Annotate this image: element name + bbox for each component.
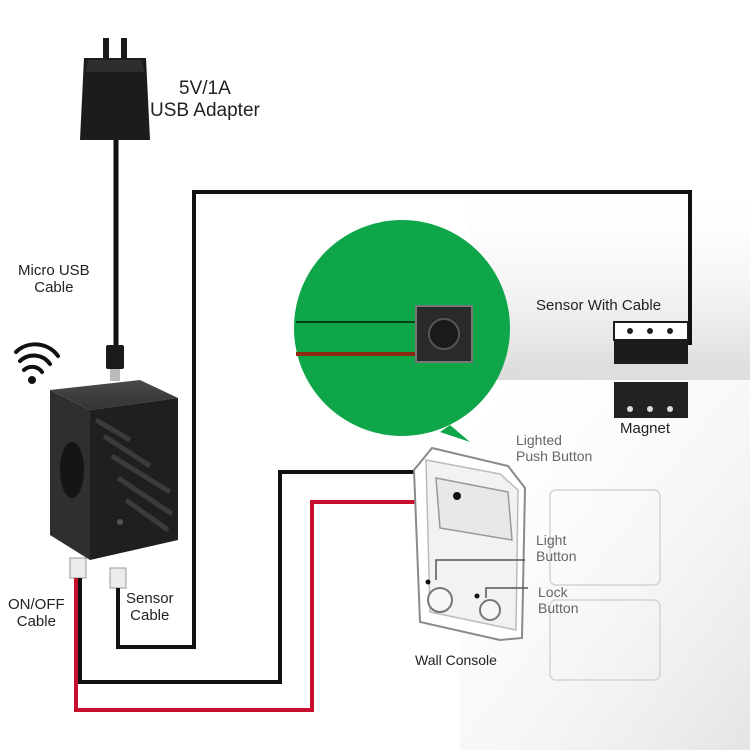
black-wires: [78, 190, 692, 684]
background-outlines: [549, 489, 661, 681]
red-wires: [74, 500, 420, 712]
wall-console-label: Wall Console: [415, 652, 497, 668]
onoff-cable-label: ON/OFF Cable: [8, 596, 65, 631]
onoff-label-line2: Cable: [16, 613, 56, 631]
micro-usb-cable: [106, 140, 124, 381]
adapter-label-line2: USB Adapter: [150, 99, 260, 121]
light-label-line1: Light: [536, 532, 567, 548]
light-label-line2: Button: [536, 548, 577, 565]
lock-label-line2: Button: [538, 600, 579, 617]
micro-usb-label-line1: Micro USB: [18, 262, 90, 279]
sensor-with-cable-label: Sensor With Cable: [536, 297, 662, 314]
adapter-label: 5V/1A USB Adapter: [150, 78, 260, 122]
pcb-bubble: [294, 220, 510, 442]
sensor-cable-label: Sensor Cable: [126, 590, 174, 625]
lighted-label-line2: Push Button: [516, 448, 593, 465]
micro-usb-label: Micro USB Cable: [18, 262, 90, 297]
lighted-push-button-label: Lighted Push Button: [516, 432, 592, 464]
wall-console: [412, 446, 528, 642]
sensor-cable-label-line2: Cable: [130, 607, 170, 625]
lighted-label-line1: Lighted: [516, 432, 562, 448]
wifi-icon: [14, 342, 60, 384]
lock-button-label: Lock Button: [538, 584, 578, 616]
micro-usb-label-line2: Cable: [34, 279, 74, 297]
usb-adapter: [80, 38, 150, 140]
light-button-label: Light Button: [536, 532, 576, 564]
onoff-label-line1: ON/OFF: [8, 596, 65, 613]
adapter-label-line1: 5V/1A: [179, 78, 231, 99]
push-button-icon: [415, 305, 473, 363]
controller-box: [50, 380, 178, 589]
magnet-label: Magnet: [620, 420, 671, 437]
lock-label-line1: Lock: [538, 584, 568, 600]
door-sensor: [613, 321, 689, 364]
magnet: [614, 382, 688, 418]
background-shade: [460, 180, 750, 750]
sensor-cable-label-line1: Sensor: [126, 590, 174, 607]
